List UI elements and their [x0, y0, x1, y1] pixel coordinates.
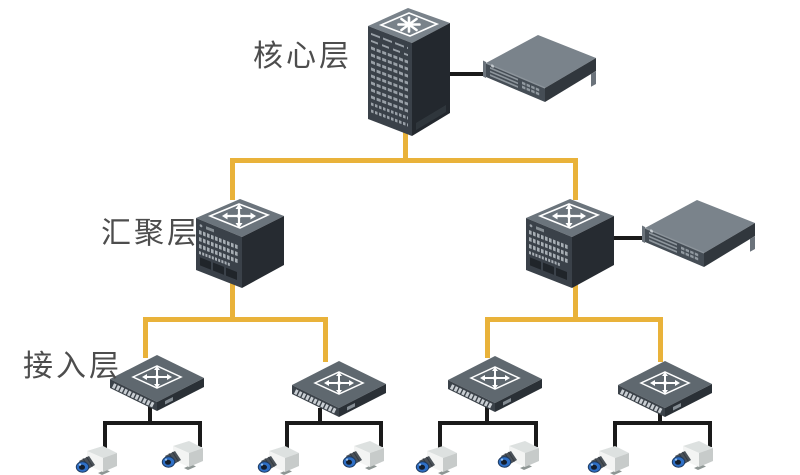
camera-4 — [341, 441, 387, 475]
camera-2 — [160, 441, 206, 475]
aggregation-right-bus-line — [485, 317, 663, 322]
aggregation-left-downlink-line — [230, 280, 235, 322]
camera-1-drop-line — [103, 421, 107, 451]
aggregation-switch-right — [524, 194, 616, 290]
access-switch-3 — [448, 353, 542, 415]
camera-3-drop-line — [285, 421, 289, 451]
trunk-drop-access-4-line — [658, 317, 663, 362]
trunk-drop-aggregation-left-line — [230, 158, 235, 200]
camera-8-drop-line — [708, 421, 712, 447]
access-2-camera-bus-line — [285, 421, 383, 425]
camera-3 — [256, 446, 302, 475]
camera-2-drop-line — [198, 421, 202, 447]
camera-7-drop-line — [613, 421, 617, 451]
aggregation-right-downlink-line — [573, 280, 578, 322]
access-4-camera-bus-line — [613, 421, 712, 425]
core-server — [483, 32, 599, 104]
aggregation-switch-left — [194, 194, 286, 290]
core-server-link-line — [446, 72, 502, 76]
access-switch-2 — [292, 358, 386, 420]
access-2-downlink-line — [318, 408, 322, 425]
camera-5-drop-line — [438, 421, 442, 451]
camera-6 — [496, 441, 542, 475]
access-1-camera-bus-line — [103, 421, 202, 425]
aggregation-server — [642, 197, 758, 269]
access-3-downlink-line — [485, 404, 489, 425]
core-layer-label: 核心层 — [253, 39, 352, 74]
access-layer-label: 接入层 — [23, 349, 122, 384]
camera-7 — [586, 446, 632, 475]
trunk-drop-aggregation-right-line — [573, 158, 578, 200]
core-trunk-bus-line — [230, 158, 578, 163]
aggregation-left-bus-line — [143, 317, 328, 322]
access-1-downlink-line — [148, 402, 152, 425]
access-4-downlink-line — [658, 408, 662, 425]
aggregation-layer-label: 汇聚层 — [101, 216, 200, 251]
trunk-drop-access-2-line — [323, 317, 328, 362]
access-3-camera-bus-line — [438, 421, 538, 425]
trunk-drop-access-3-line — [485, 317, 490, 358]
core-downlink-line — [403, 128, 408, 163]
camera-8 — [670, 441, 716, 475]
access-switch-4 — [618, 358, 712, 420]
camera-1 — [74, 446, 120, 475]
trunk-drop-access-1-line — [143, 317, 148, 358]
access-switch-1 — [110, 352, 204, 414]
core-switch — [366, 6, 452, 138]
camera-4-drop-line — [379, 421, 383, 447]
camera-6-drop-line — [534, 421, 538, 447]
camera-5 — [414, 446, 460, 475]
